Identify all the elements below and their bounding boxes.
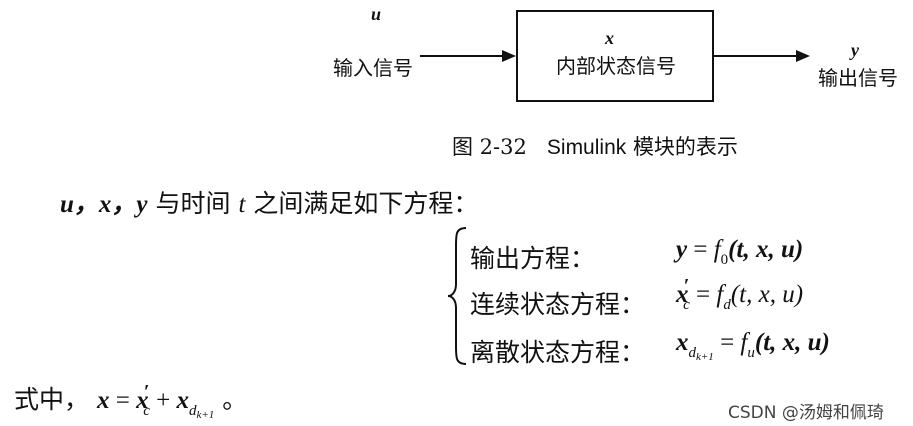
- footnote-c-sub: c: [143, 403, 150, 419]
- eq2-prime: ′: [683, 275, 690, 297]
- intro-variables: u，x，y: [60, 191, 148, 218]
- left-brace: [447, 227, 467, 365]
- eq3-func-sub: u: [747, 345, 755, 361]
- input-variable: u: [371, 4, 382, 24]
- intro-text-b: 之间满足如下方程：: [253, 189, 479, 218]
- output-equation-label: 输出方程：: [470, 244, 596, 273]
- footnote-xc: x: [136, 387, 149, 414]
- eq1-func: f: [713, 236, 721, 263]
- eq3-args: (t, x, u): [754, 329, 830, 356]
- output-signal-label: 输出信号: [818, 66, 898, 90]
- output-equation: y = f0(t, x, u): [676, 236, 804, 268]
- footnote-prime: ′: [143, 381, 150, 403]
- footnote-d-subsub: k+1: [196, 409, 215, 421]
- eq1-args: (t, x, u): [728, 236, 804, 263]
- footnote-line: 式中， x = x′c + xdk+1 。: [14, 380, 248, 421]
- footnote-equals: =: [109, 387, 137, 414]
- eq2-func-sub: d: [723, 297, 731, 313]
- csdn-watermark: CSDN @汤姆和佩琦: [728, 403, 884, 423]
- intro-time-var: t: [238, 191, 246, 218]
- discrete-equation: xdk+1 = fu(t, x, u): [676, 329, 830, 363]
- eq2-lhs-sub: c: [683, 297, 690, 313]
- eq1-lhs: y: [676, 236, 688, 263]
- input-arrow: [420, 50, 516, 62]
- intro-text-a: 与时间: [155, 189, 231, 218]
- output-arrow: [714, 50, 810, 62]
- simulink-block: [516, 10, 714, 102]
- output-variable: y: [851, 40, 859, 60]
- footnote-plus: +: [149, 387, 177, 414]
- footnote-xd: x: [176, 387, 189, 414]
- discrete-equation-label: 离散状态方程：: [470, 338, 646, 367]
- caption-title-en: Simulink: [546, 136, 627, 159]
- eq3-equals: =: [713, 329, 741, 356]
- footnote-x: x: [96, 387, 110, 414]
- eq3-lhs: x: [676, 329, 689, 356]
- intro-line: u，x，y 与时间 t 之间满足如下方程：: [60, 184, 478, 220]
- footnote-end: 。: [214, 385, 248, 414]
- eq3-lhs-sub: d: [688, 345, 697, 361]
- eq3-func: f: [740, 329, 748, 356]
- eq2-func: f: [716, 281, 724, 308]
- continuous-equation: x′c = fd(t, x, u): [676, 275, 804, 313]
- eq2-args: (t, x, u): [730, 281, 804, 308]
- caption-title-cn: 模块的表示: [632, 135, 738, 159]
- eq2-equals: =: [689, 281, 717, 308]
- state-signal-label: 内部状态信号: [556, 54, 676, 78]
- figure-caption: 图 2-32 Simulink 模块的表示: [452, 131, 738, 161]
- input-signal-label: 输入信号: [333, 56, 413, 80]
- footnote-d-sub: d: [188, 403, 197, 419]
- eq1-equals: =: [687, 236, 714, 263]
- eq3-lhs-subsub: k+1: [696, 351, 714, 363]
- state-variable: x: [605, 28, 614, 48]
- figure-number: 图 2-32: [452, 135, 527, 159]
- eq1-func-sub: 0: [720, 252, 729, 268]
- footnote-prefix: 式中，: [14, 385, 90, 414]
- continuous-equation-label: 连续状态方程：: [470, 290, 646, 319]
- eq2-lhs: x: [676, 281, 689, 308]
